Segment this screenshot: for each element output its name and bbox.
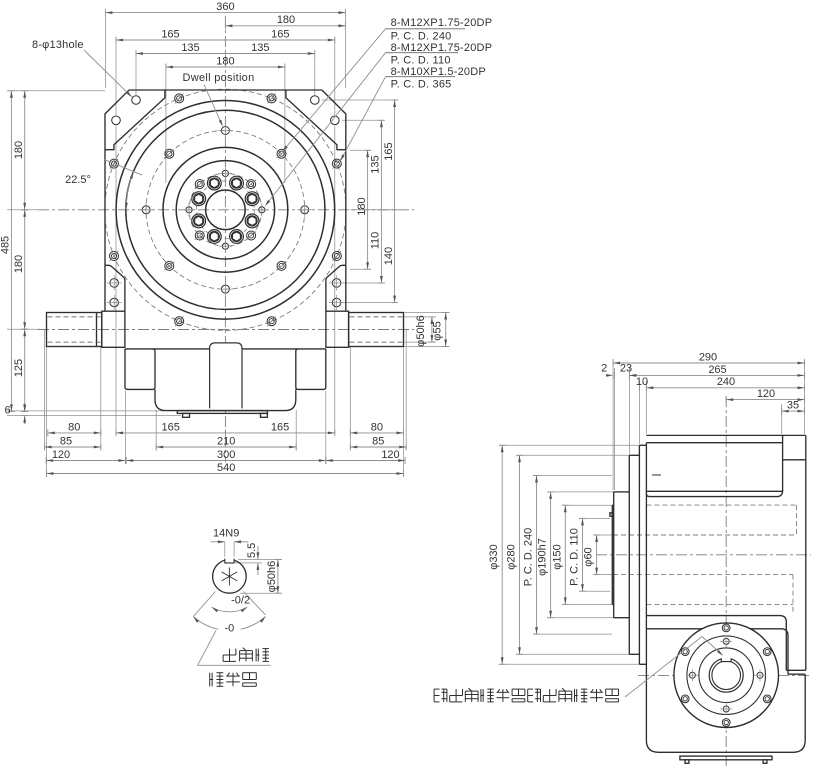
svg-text:φ60: φ60 xyxy=(583,547,595,566)
svg-text:φ280: φ280 xyxy=(506,544,518,570)
svg-text:P. C. D. 110: P. C. D. 110 xyxy=(391,55,451,67)
svg-text:-0/2: -0/2 xyxy=(231,595,250,607)
svg-text:165: 165 xyxy=(271,421,289,433)
svg-text:85: 85 xyxy=(372,435,384,447)
svg-text:P. C. D. 365: P. C. D. 365 xyxy=(391,79,452,91)
svg-text:φ50h6: φ50h6 xyxy=(266,561,278,593)
svg-text:85: 85 xyxy=(60,435,72,447)
svg-text:8-M12XP1.75-20DP: 8-M12XP1.75-20DP xyxy=(391,17,493,29)
svg-text:P. C. D. 110: P. C. D. 110 xyxy=(569,528,581,586)
svg-text:165: 165 xyxy=(161,28,179,40)
svg-text:290: 290 xyxy=(699,351,717,363)
svg-text:5.5: 5.5 xyxy=(246,543,258,558)
svg-text:35: 35 xyxy=(787,400,799,412)
svg-text:22.5°: 22.5° xyxy=(65,174,91,186)
svg-text:180: 180 xyxy=(13,141,25,159)
svg-text:165: 165 xyxy=(162,421,180,433)
svg-text:P. C. D. 240: P. C. D. 240 xyxy=(523,528,535,587)
svg-text:-0: -0 xyxy=(225,623,235,635)
svg-text:80: 80 xyxy=(68,421,80,433)
svg-text:120: 120 xyxy=(757,388,775,400)
svg-text:300: 300 xyxy=(217,449,235,461)
svg-text:φ330: φ330 xyxy=(488,544,500,570)
svg-text:P. C. D. 240: P. C. D. 240 xyxy=(391,31,452,43)
svg-text:360: 360 xyxy=(216,1,234,13)
svg-text:φ50h6: φ50h6 xyxy=(415,315,427,347)
svg-text:Dwell position: Dwell position xyxy=(182,72,254,84)
svg-text:6: 6 xyxy=(4,405,10,417)
svg-text:540: 540 xyxy=(217,462,235,474)
svg-text:140: 140 xyxy=(383,247,395,265)
svg-text:125: 125 xyxy=(13,359,25,377)
svg-text:2: 2 xyxy=(601,362,607,374)
svg-text:14N9: 14N9 xyxy=(213,528,239,540)
svg-text:180: 180 xyxy=(356,197,368,215)
svg-text:165: 165 xyxy=(271,28,289,40)
svg-text:265: 265 xyxy=(708,364,726,376)
svg-text:110: 110 xyxy=(370,232,382,250)
svg-text:165: 165 xyxy=(383,142,395,160)
svg-text:135: 135 xyxy=(370,155,382,173)
svg-text:180: 180 xyxy=(277,14,295,26)
svg-text:8-M10XP1.5-20DP: 8-M10XP1.5-20DP xyxy=(391,66,486,78)
svg-text:120: 120 xyxy=(52,449,70,461)
svg-text:180: 180 xyxy=(13,255,25,273)
svg-text:210: 210 xyxy=(217,435,235,447)
svg-text:φ150: φ150 xyxy=(551,544,563,570)
svg-text:135: 135 xyxy=(181,42,199,54)
svg-text:135: 135 xyxy=(251,42,269,54)
svg-text:120: 120 xyxy=(381,449,399,461)
svg-text:10: 10 xyxy=(636,376,648,388)
svg-text:80: 80 xyxy=(371,421,383,433)
svg-text:8-φ13hole: 8-φ13hole xyxy=(32,39,84,51)
svg-text:φ190h7: φ190h7 xyxy=(537,538,549,576)
svg-text:240: 240 xyxy=(717,376,735,388)
svg-text:180: 180 xyxy=(216,55,234,67)
svg-text:23: 23 xyxy=(620,362,632,374)
svg-text:φ55: φ55 xyxy=(432,321,444,340)
svg-text:8-M12XP1.75-20DP: 8-M12XP1.75-20DP xyxy=(391,42,493,54)
svg-text:485: 485 xyxy=(0,236,12,254)
